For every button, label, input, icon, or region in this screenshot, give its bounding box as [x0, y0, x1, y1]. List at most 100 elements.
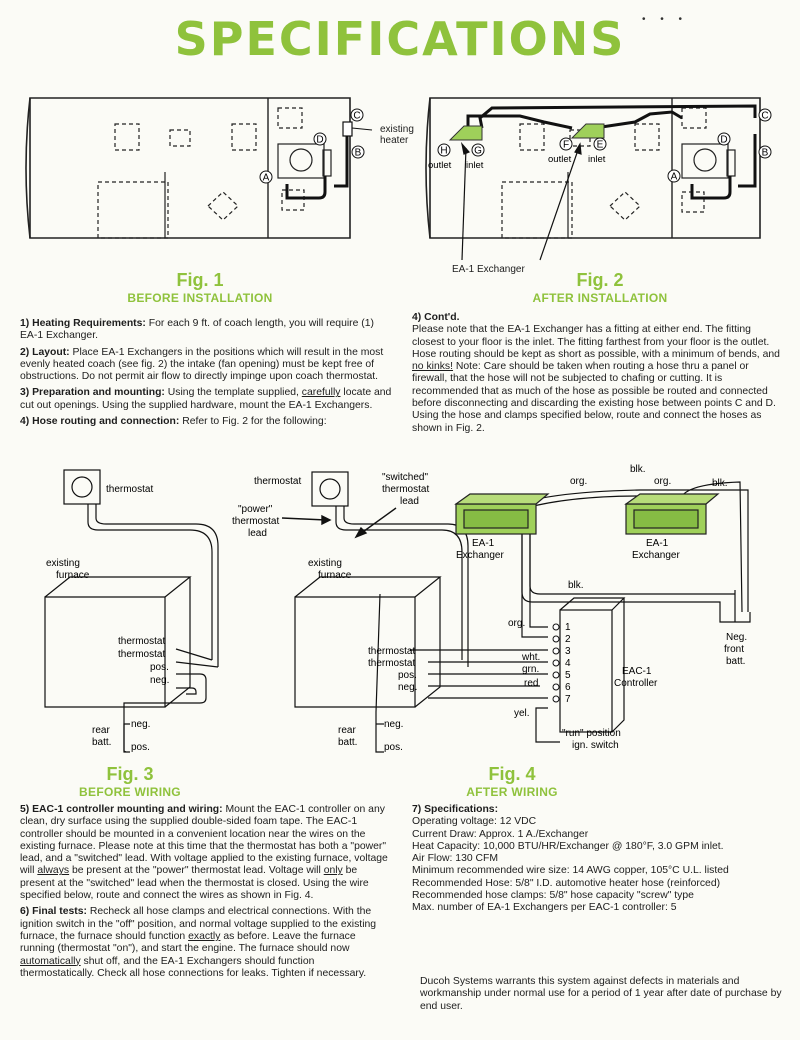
fig4-wire-blk-2: blk.: [712, 478, 728, 489]
fig2-label-g: G: [474, 146, 482, 157]
fig4-wire-org-2: org.: [654, 476, 671, 487]
spec-line: Minimum recommended wire size: 14 AWG co…: [412, 865, 729, 877]
left-text-top: 1) Heating Requirements: For each 9 ft. …: [20, 318, 392, 432]
fig4-neg: neg.: [384, 719, 403, 730]
fig4-caption: Fig. 4 AFTER WIRING: [392, 764, 632, 799]
spec-line: Air Flow: 130 CFM: [412, 853, 499, 865]
fig4-pin-7: 7: [565, 694, 571, 705]
fig4-furnace: furnace: [318, 570, 352, 581]
fig4-negfront-2: front: [724, 644, 744, 655]
fig2-number: Fig. 2: [576, 270, 624, 290]
section-7: 7) Specifications: Operating voltage: 12…: [412, 804, 729, 914]
fig4-wire-red: red: [524, 678, 538, 689]
section-2: 2) Layout: Place EA-1 Exchangers in the …: [20, 346, 384, 383]
fig3-existing: existing: [46, 558, 80, 569]
fig3-neg: neg.: [131, 719, 150, 730]
fig3-furnace: furnace: [56, 570, 90, 581]
fig4-wire-wht: wht.: [521, 652, 540, 663]
fig4-negfront-3: batt.: [726, 656, 745, 667]
fig4-wire-blk-1: blk.: [630, 464, 646, 475]
fig4-subtitle: AFTER WIRING: [466, 785, 558, 799]
left-text-bottom: 5) EAC-1 controller mounting and wiring:…: [20, 804, 388, 984]
fig2-label-e: E: [597, 140, 604, 151]
section-4-contd: 4) Cont'd.Please note that the EA-1 Exch…: [412, 312, 780, 434]
fig4-exch-2b: Exchanger: [632, 550, 680, 561]
fig4-power-3: lead: [248, 528, 267, 539]
spec-line: Heat Capacity: 10,000 BTU/HR/Exchanger @…: [412, 840, 724, 852]
section-4: 4) Hose routing and connection: Refer to…: [20, 416, 327, 428]
fig4-number: Fig. 4: [488, 764, 536, 784]
fig2-outlet-1: outlet: [428, 160, 452, 171]
section-1: 1) Heating Requirements: For each 9 ft. …: [20, 318, 375, 342]
fig3-number: Fig. 3: [106, 764, 154, 784]
fig2-outlet-2: outlet: [548, 154, 572, 165]
fig3-rear: rear: [92, 725, 110, 736]
fig2-caption: Fig. 2 AFTER INSTALLATION: [480, 270, 720, 305]
fig4-run-2: ign. switch: [572, 740, 619, 751]
fig3-caption: Fig. 3 BEFORE WIRING: [20, 764, 240, 799]
fig4-pin-5: 5: [565, 670, 571, 681]
section-3: 3) Preparation and mounting: Using the t…: [20, 387, 392, 411]
fig1-number: Fig. 1: [176, 270, 224, 290]
spec-line: Recommended hose clamps: 5/8" hose capac…: [412, 890, 694, 902]
fig4-wire-grn: grn.: [522, 664, 539, 675]
fig4-exch-2a: EA-1: [646, 538, 669, 549]
fig4-pin-4: 4: [565, 658, 571, 669]
fig1-label-c: C: [353, 111, 360, 122]
fig4-pos: pos.: [384, 742, 403, 753]
fig2-label-h: H: [440, 146, 447, 157]
fig3-term-2: thermostat: [118, 649, 165, 660]
fig3-term-4: neg.: [150, 675, 169, 686]
fig4-wire-blk-3: blk.: [568, 580, 584, 591]
fig1-label-a: A: [263, 173, 270, 184]
fig4-term-1: thermostat: [368, 646, 415, 657]
fig2-label-f: F: [563, 140, 569, 151]
fig1-existing-heater-label: existing heater: [380, 124, 414, 146]
fig4-pin-6: 6: [565, 682, 571, 693]
fig2-diagram: A B C D E F G H outlet inlet outlet inle…: [425, 97, 772, 261]
fig4-pin-1: 1: [565, 622, 571, 633]
right-text-bottom: 7) Specifications: Operating voltage: 12…: [412, 804, 782, 915]
fig4-wire-org-3: org.: [508, 618, 525, 629]
fig2-inlet-1: inlet: [466, 160, 484, 171]
warranty-text: Ducoh Systems warrants this system again…: [420, 976, 782, 1012]
fig4-wire-yel: yel.: [514, 708, 530, 719]
fig4-term-3: pos.: [398, 670, 417, 681]
fig4-thermostat: thermostat: [254, 476, 301, 487]
corner-marks: • • •: [641, 14, 688, 25]
fig2-label-d: D: [720, 135, 727, 146]
fig1-diagram: A B C D: [25, 97, 373, 239]
spec-line: Max. number of EA-1 Exchangers per EAC-1…: [412, 902, 677, 914]
fig3-pos: pos.: [131, 742, 150, 753]
right-text-top: 4) Cont'd.Please note that the EA-1 Exch…: [412, 312, 782, 439]
fig2-label-c: C: [761, 111, 768, 122]
fig4-rear: rear: [338, 725, 356, 736]
fig3-subtitle: BEFORE WIRING: [79, 785, 181, 799]
fig2-inlet-2: inlet: [588, 154, 606, 165]
fig4-power-1: "power": [238, 504, 273, 515]
fig4-pin-2: 2: [565, 634, 571, 645]
fig4-term-2: thermostat: [368, 658, 415, 669]
fig4-negfront-1: Neg.: [726, 632, 747, 643]
fig4-switched-1: "switched": [382, 472, 428, 483]
section-5: 5) EAC-1 controller mounting and wiring:…: [20, 804, 388, 902]
fig4-exch-1b: Exchanger: [456, 550, 504, 561]
fig1-caption: Fig. 1 BEFORE INSTALLATION: [80, 270, 320, 305]
fig1-subtitle: BEFORE INSTALLATION: [127, 291, 273, 305]
spec-line: Current Draw: Approx. 1 A./Exchanger: [412, 828, 589, 840]
page-title: SPECIFICATIONS: [174, 12, 626, 66]
fig4-exch-1a: EA-1: [472, 538, 495, 549]
spec-line: Recommended Hose: 5/8" I.D. automotive h…: [412, 877, 721, 889]
fig3-thermostat: thermostat: [106, 484, 153, 495]
fig4-power-2: thermostat: [232, 516, 279, 527]
fig4-wire-org-1: org.: [570, 476, 587, 487]
fig4-run-1: "run" position: [562, 728, 621, 739]
fig3-term-1: thermostat: [118, 636, 165, 647]
wiring-diagrams: thermostat existing furnace thermostat t…: [44, 464, 751, 753]
fig2-subtitle: AFTER INSTALLATION: [532, 291, 668, 305]
fig1-label-d: D: [316, 135, 323, 146]
section-6: 6) Final tests: Recheck all hose clamps …: [20, 906, 377, 979]
fig4-controller-a: EAC-1: [622, 666, 652, 677]
fig1-label-b: B: [355, 148, 362, 159]
fig3-batt: batt.: [92, 737, 111, 748]
